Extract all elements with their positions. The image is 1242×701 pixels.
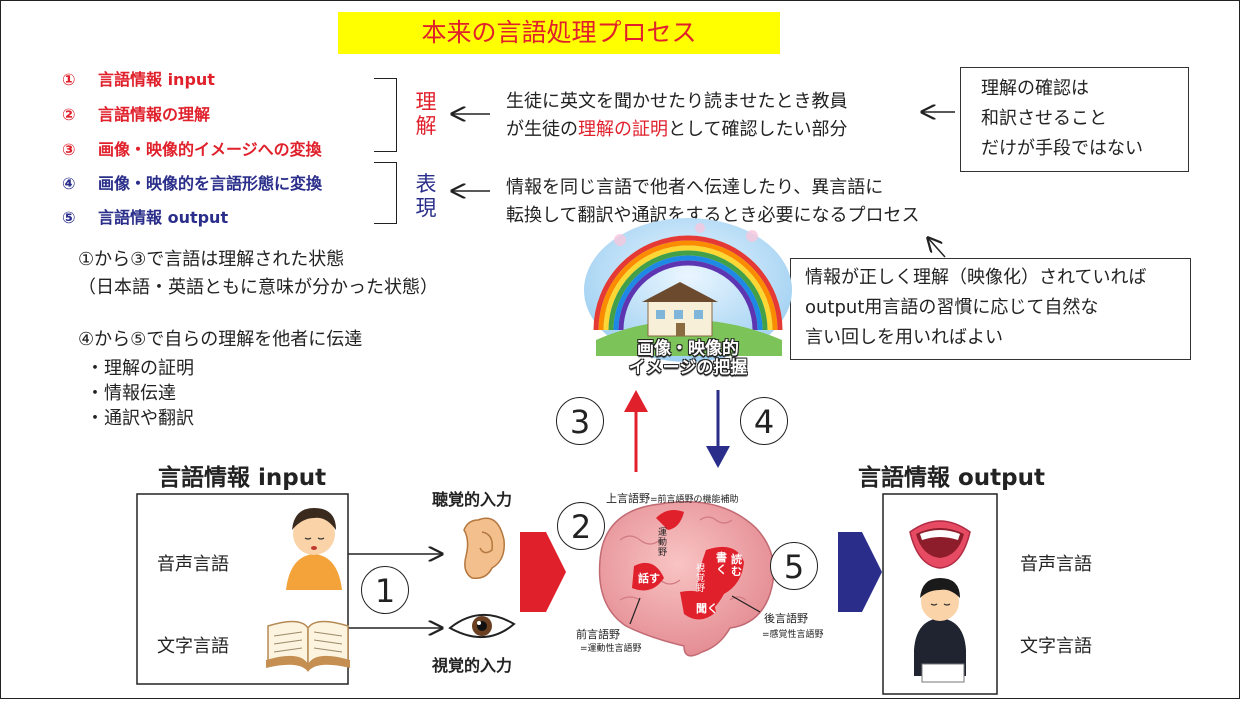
summary-understanding: ①から③で言語は理解された状態 （日本語・英語ともに意味が分かった状態） xyxy=(78,249,438,298)
bullet-communication: ・情報伝達 xyxy=(86,383,176,404)
understanding-label: 理解 xyxy=(415,90,437,138)
circle-4: 4 xyxy=(740,397,788,445)
circle-3: 3 xyxy=(556,397,604,445)
circle-2: 2 xyxy=(557,502,605,550)
rainbow-house-illustration xyxy=(584,218,792,362)
bullet-proof: ・理解の証明 xyxy=(86,358,194,379)
upper-language-area-label: 上言語野=前言語野の機能補助 xyxy=(606,492,739,505)
confirm-box: 理解の確認は 和訳させること だけが手段ではない xyxy=(960,67,1189,172)
big-blue-arrow xyxy=(838,532,882,612)
read-label: 読む xyxy=(731,553,742,578)
circle-5: 5 xyxy=(770,542,818,590)
vision-input-label: 視覚的入力 xyxy=(432,656,513,675)
back-language-area-label: 後言語野 xyxy=(764,612,808,625)
diagram-title: 本来の言語処理プロセス xyxy=(338,12,780,54)
hearing-input-label: 聴覚的入力 xyxy=(432,490,513,509)
front-language-area-note: =運動性言語野 xyxy=(580,644,642,654)
output-audio-label: 音声言語 xyxy=(1020,554,1092,575)
motor-area-label: 運動野 xyxy=(658,528,668,558)
mouth-icon xyxy=(909,520,971,569)
write-label: 書く xyxy=(716,551,727,576)
natural-expression-box: 情報が正しく理解（映像化）されていれば output用言語の習慣に応じて自然な … xyxy=(790,258,1191,360)
output-box xyxy=(882,493,998,695)
summary-bullets: ・理解の証明 ・情報伝達 ・通訳や翻訳 xyxy=(86,356,194,431)
input-box xyxy=(136,493,349,685)
back-language-area-note: =感覚性言語野 xyxy=(762,630,824,640)
input-header: 言語情報 input xyxy=(158,465,327,491)
speaking-boy-icon xyxy=(286,508,342,590)
arrow-from-natural-box xyxy=(928,238,946,258)
bullet-translation: ・通訳や翻訳 xyxy=(86,408,194,429)
input-text-label: 文字言語 xyxy=(157,636,229,657)
input-audio-label: 音声言語 xyxy=(157,554,229,575)
big-red-arrow xyxy=(520,532,566,612)
circle-1: 1 xyxy=(361,566,409,614)
output-header: 言語情報 output xyxy=(858,465,1046,491)
speak-label: 話す xyxy=(638,572,660,585)
understanding-bracket xyxy=(374,78,397,152)
writing-student-icon xyxy=(914,578,966,683)
front-language-area-label: 前言語野 xyxy=(576,628,620,641)
expression-note: 情報を同じ言語で他者へ伝達したり、異言語に 転換して翻訳や通訳をするとき必要にな… xyxy=(506,177,920,226)
ear-icon xyxy=(463,517,505,580)
summary-expression: ④から⑤で自らの理解を他者に伝達 xyxy=(78,329,363,350)
expression-label: 表現 xyxy=(415,172,437,220)
open-book-icon xyxy=(266,620,350,672)
expression-bracket xyxy=(374,162,397,224)
arrow-up-red xyxy=(624,390,648,472)
arrow-down-blue xyxy=(706,390,730,468)
output-text-label: 文字言語 xyxy=(1020,636,1092,657)
brain-illustration xyxy=(598,501,775,657)
understanding-note: 生徒に英文を聞かせたり読ませたとき教員 が生徒の理解の証明として確認したい部分 xyxy=(506,91,848,140)
eye-icon xyxy=(448,613,516,639)
listen-label: 聞く xyxy=(696,602,718,615)
visual-area-label: 視覚野 xyxy=(696,564,706,594)
image-caption: 画像・映像的 イメージの把握 xyxy=(628,339,748,378)
